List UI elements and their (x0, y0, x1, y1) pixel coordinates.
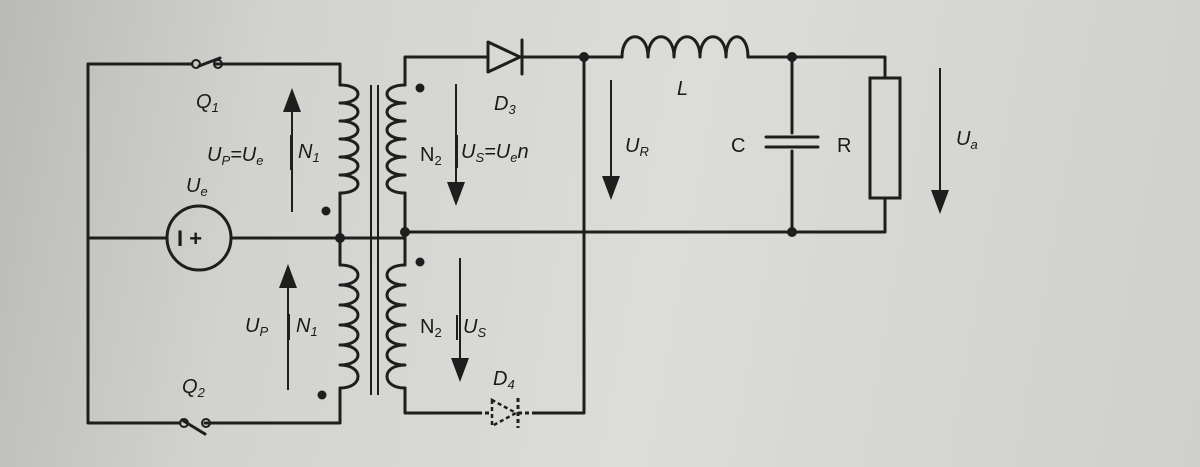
label-l: L (677, 78, 688, 100)
switch-q2 (179, 418, 211, 436)
diode-d3 (486, 38, 524, 76)
secondary-coil-bottom (385, 263, 407, 390)
voltage-source-ue (165, 204, 233, 272)
diode-d4 (478, 397, 534, 429)
label-us-bottom: US (463, 316, 486, 340)
label-us-equals-ue-n: US=Uen (461, 141, 529, 165)
switch-q1 (191, 56, 223, 69)
label-r: R (837, 135, 851, 157)
label-q1: Q1 (196, 91, 219, 115)
label-up-bottom: UP (245, 315, 268, 339)
primary-coil-top (338, 83, 360, 195)
label-separators (288, 135, 458, 340)
source-symbol: I + (177, 226, 202, 251)
label-ue: Ue (186, 175, 208, 199)
capacitor-c (764, 135, 820, 149)
voltage-arrows (279, 68, 949, 390)
primary-coil-bottom (338, 263, 360, 390)
label-ua: Ua (956, 128, 978, 152)
label-d4: D4 (493, 368, 515, 392)
label-n1-bottom: N1 (296, 315, 318, 339)
resistor-r (868, 76, 902, 200)
label-n2-bottom: N2 (420, 316, 442, 340)
label-n1-top: N1 (298, 141, 320, 165)
label-q2: Q2 (182, 376, 206, 400)
label-n2-top: N2 (420, 144, 442, 168)
transformer-core (370, 85, 379, 395)
junction-dots (335, 52, 797, 243)
secondary-wiring (403, 55, 887, 415)
label-up-equals-ue: UP=Ue (207, 144, 263, 168)
label-d3: D3 (494, 93, 516, 117)
primary-wiring (86, 62, 407, 425)
label-c: C (731, 135, 745, 157)
secondary-coil-top (385, 83, 407, 195)
inductor-l (620, 35, 750, 59)
polarity-dots (317, 83, 425, 400)
label-ur: UR (625, 135, 649, 159)
